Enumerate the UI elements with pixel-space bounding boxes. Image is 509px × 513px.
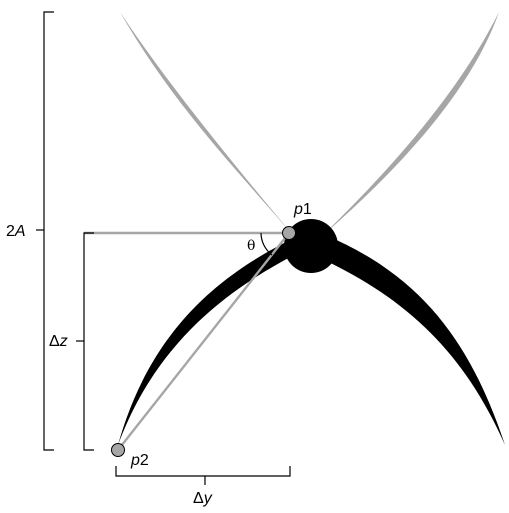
p2-label-num: 2 xyxy=(140,452,149,469)
p1-label-num: 1 xyxy=(303,201,312,218)
dy-label-prefix: Δ xyxy=(193,490,204,507)
dz-label-prefix: Δ xyxy=(49,333,60,350)
dy-label: Δy xyxy=(193,490,213,507)
theta-label: θ xyxy=(247,238,255,254)
height-bracket xyxy=(43,11,54,451)
dz-label-var: z xyxy=(59,333,68,350)
chord-line-p1-p2 xyxy=(117,232,290,451)
theta-angle-arc xyxy=(260,232,273,256)
dz-bracket xyxy=(83,232,94,451)
point-p1 xyxy=(282,226,296,240)
upper-left-wing xyxy=(120,12,292,234)
height-label: 2A xyxy=(6,223,26,240)
height-label-var: A xyxy=(14,223,26,240)
dz-label: Δz xyxy=(49,333,68,350)
point-p2 xyxy=(111,443,125,457)
p2-label-var: p xyxy=(130,452,140,469)
upper-right-wing xyxy=(322,12,499,236)
dy-bracket xyxy=(115,466,291,477)
p2-label: p2 xyxy=(130,452,149,469)
p1-label: p1 xyxy=(293,201,312,218)
body-circle xyxy=(284,219,338,273)
lower-right-wing xyxy=(320,235,505,445)
dy-label-var: y xyxy=(203,490,213,507)
lower-left-wing xyxy=(118,240,300,445)
height-label-prefix: 2 xyxy=(6,223,15,240)
p1-label-var: p xyxy=(293,201,303,218)
